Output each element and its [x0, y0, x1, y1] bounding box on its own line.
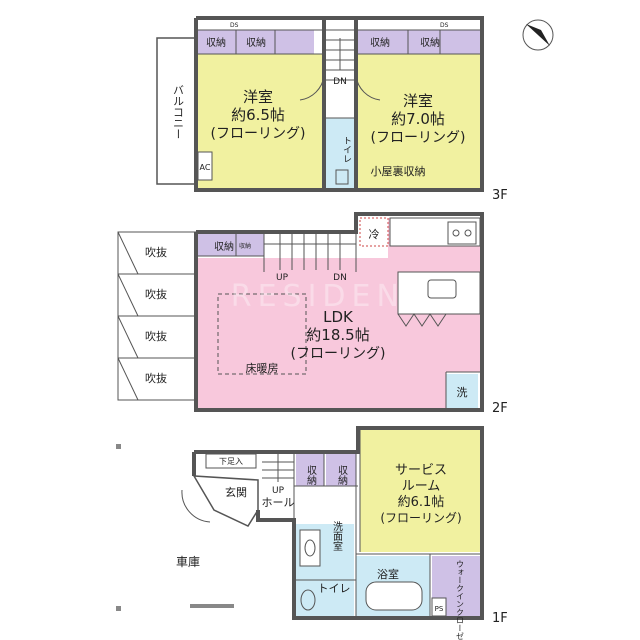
washroom-label: 洗面室 — [331, 521, 343, 551]
pillar-marker — [116, 606, 121, 611]
shoe-storage — [205, 453, 257, 469]
toilet-fixture — [300, 589, 316, 611]
bedroom-2-name: 洋室 — [403, 92, 433, 110]
toilet-fixture — [335, 169, 349, 185]
floor-2f: 吹抜 吹抜 吹抜 吹抜 UP DN — [117, 212, 508, 416]
storage-label: 収納 — [370, 36, 390, 49]
service-room-size: 約6.1帖 — [398, 495, 445, 510]
bedroom-2 — [356, 54, 482, 188]
garage-label: 車庫 — [176, 555, 200, 569]
bedroom-1-floor: (フローリング) — [211, 126, 306, 142]
ac-box — [197, 151, 213, 181]
storage-1f-b — [326, 452, 356, 486]
toilet-label-3f: トイレ — [341, 136, 352, 163]
storage-label: 収納 — [420, 36, 440, 49]
garage-marker — [190, 604, 234, 608]
dn-label-2f: DN — [333, 273, 347, 283]
floor-1f: 下足入 収納 収納 玄関 UP ホール サービス ルーム 約6.1帖 (フローリ… — [116, 426, 508, 640]
attic-label: 小屋裏収納 — [371, 164, 426, 178]
storage-label: 収納 — [305, 465, 317, 486]
storage-3f-left — [196, 30, 314, 54]
storage-2f-small — [236, 234, 264, 256]
toilet-3f — [326, 118, 356, 188]
bathtub-icon — [365, 581, 423, 611]
floor-label-2f: 2F — [492, 401, 508, 416]
hall-label: ホール — [262, 496, 295, 509]
up-label-2f: UP — [276, 273, 289, 283]
stairs-1f — [262, 452, 294, 482]
walkin-label: ウォークインクローゼット — [456, 560, 465, 640]
bedroom-2-size: 約7.0帖 — [391, 110, 445, 128]
entrance-door — [192, 475, 259, 527]
fridge-space — [359, 217, 389, 247]
storage-label-small: 収納 — [239, 242, 251, 250]
void-label: 吹抜 — [145, 245, 167, 259]
floor-heating-label: 床暖房 — [246, 361, 279, 375]
north-arrow-icon — [522, 19, 554, 51]
storage-label: 収納 — [214, 240, 234, 253]
ldk-name: LDK — [323, 308, 354, 326]
bedroom-2-floor: (フローリング) — [371, 130, 466, 146]
floor-3f: バルコニー DN — [156, 16, 508, 203]
floor-label-1f: 1F — [492, 611, 508, 626]
sink-icon — [299, 529, 321, 567]
entrance-label: 玄関 — [225, 485, 247, 499]
service-room-floor: (フローリング) — [380, 511, 461, 525]
bath-label: 浴室 — [377, 567, 399, 581]
toilet-label-1f: トイレ — [318, 582, 351, 595]
service-room — [360, 430, 480, 552]
watermark: RESIDENT — [231, 279, 430, 314]
ldk-size: 約18.5帖 — [306, 326, 369, 344]
balcony — [156, 37, 196, 185]
void-label: 吹抜 — [145, 287, 167, 301]
ds-label: DS — [440, 22, 449, 29]
stove-icon — [447, 221, 477, 245]
storage-label: 収納 — [336, 465, 348, 486]
bedroom-1-size: 約6.5帖 — [231, 106, 285, 124]
ps-box — [431, 597, 447, 617]
sink-icon — [427, 279, 457, 299]
fridge-label: 冷 — [369, 228, 380, 241]
up-label-1f: UP — [272, 486, 285, 496]
service-room-name2: ルーム — [402, 479, 441, 494]
storage-1f-a — [296, 452, 324, 486]
stairs-3f — [324, 29, 356, 81]
pillar-marker — [116, 444, 121, 449]
bedroom-1-name: 洋室 — [243, 88, 273, 106]
stairs-2f — [264, 232, 356, 270]
ldk-floor: (フローリング) — [291, 346, 386, 362]
washer-area — [446, 374, 478, 408]
floor-heating-area — [217, 293, 307, 375]
storage-label: 収納 — [246, 36, 266, 49]
shoe-storage-label: 下足入 — [219, 457, 243, 466]
ldk-room — [198, 218, 480, 408]
dn-label-3f: DN — [333, 77, 347, 87]
washer-label: 洗 — [457, 386, 468, 399]
balcony-label: バルコニー — [172, 85, 185, 140]
void-label: 吹抜 — [145, 371, 167, 385]
void-label: 吹抜 — [145, 329, 167, 343]
storage-3f-right — [358, 30, 480, 54]
ac-label: AC — [200, 163, 211, 172]
bedroom-1 — [196, 54, 324, 188]
ds-label: DS — [230, 22, 239, 29]
service-room-name1: サービス — [395, 463, 447, 478]
storage-label: 収納 — [206, 36, 226, 49]
ps-label: PS — [435, 605, 444, 613]
storage-2f — [198, 234, 236, 256]
floor-label-3f: 3F — [492, 188, 508, 203]
